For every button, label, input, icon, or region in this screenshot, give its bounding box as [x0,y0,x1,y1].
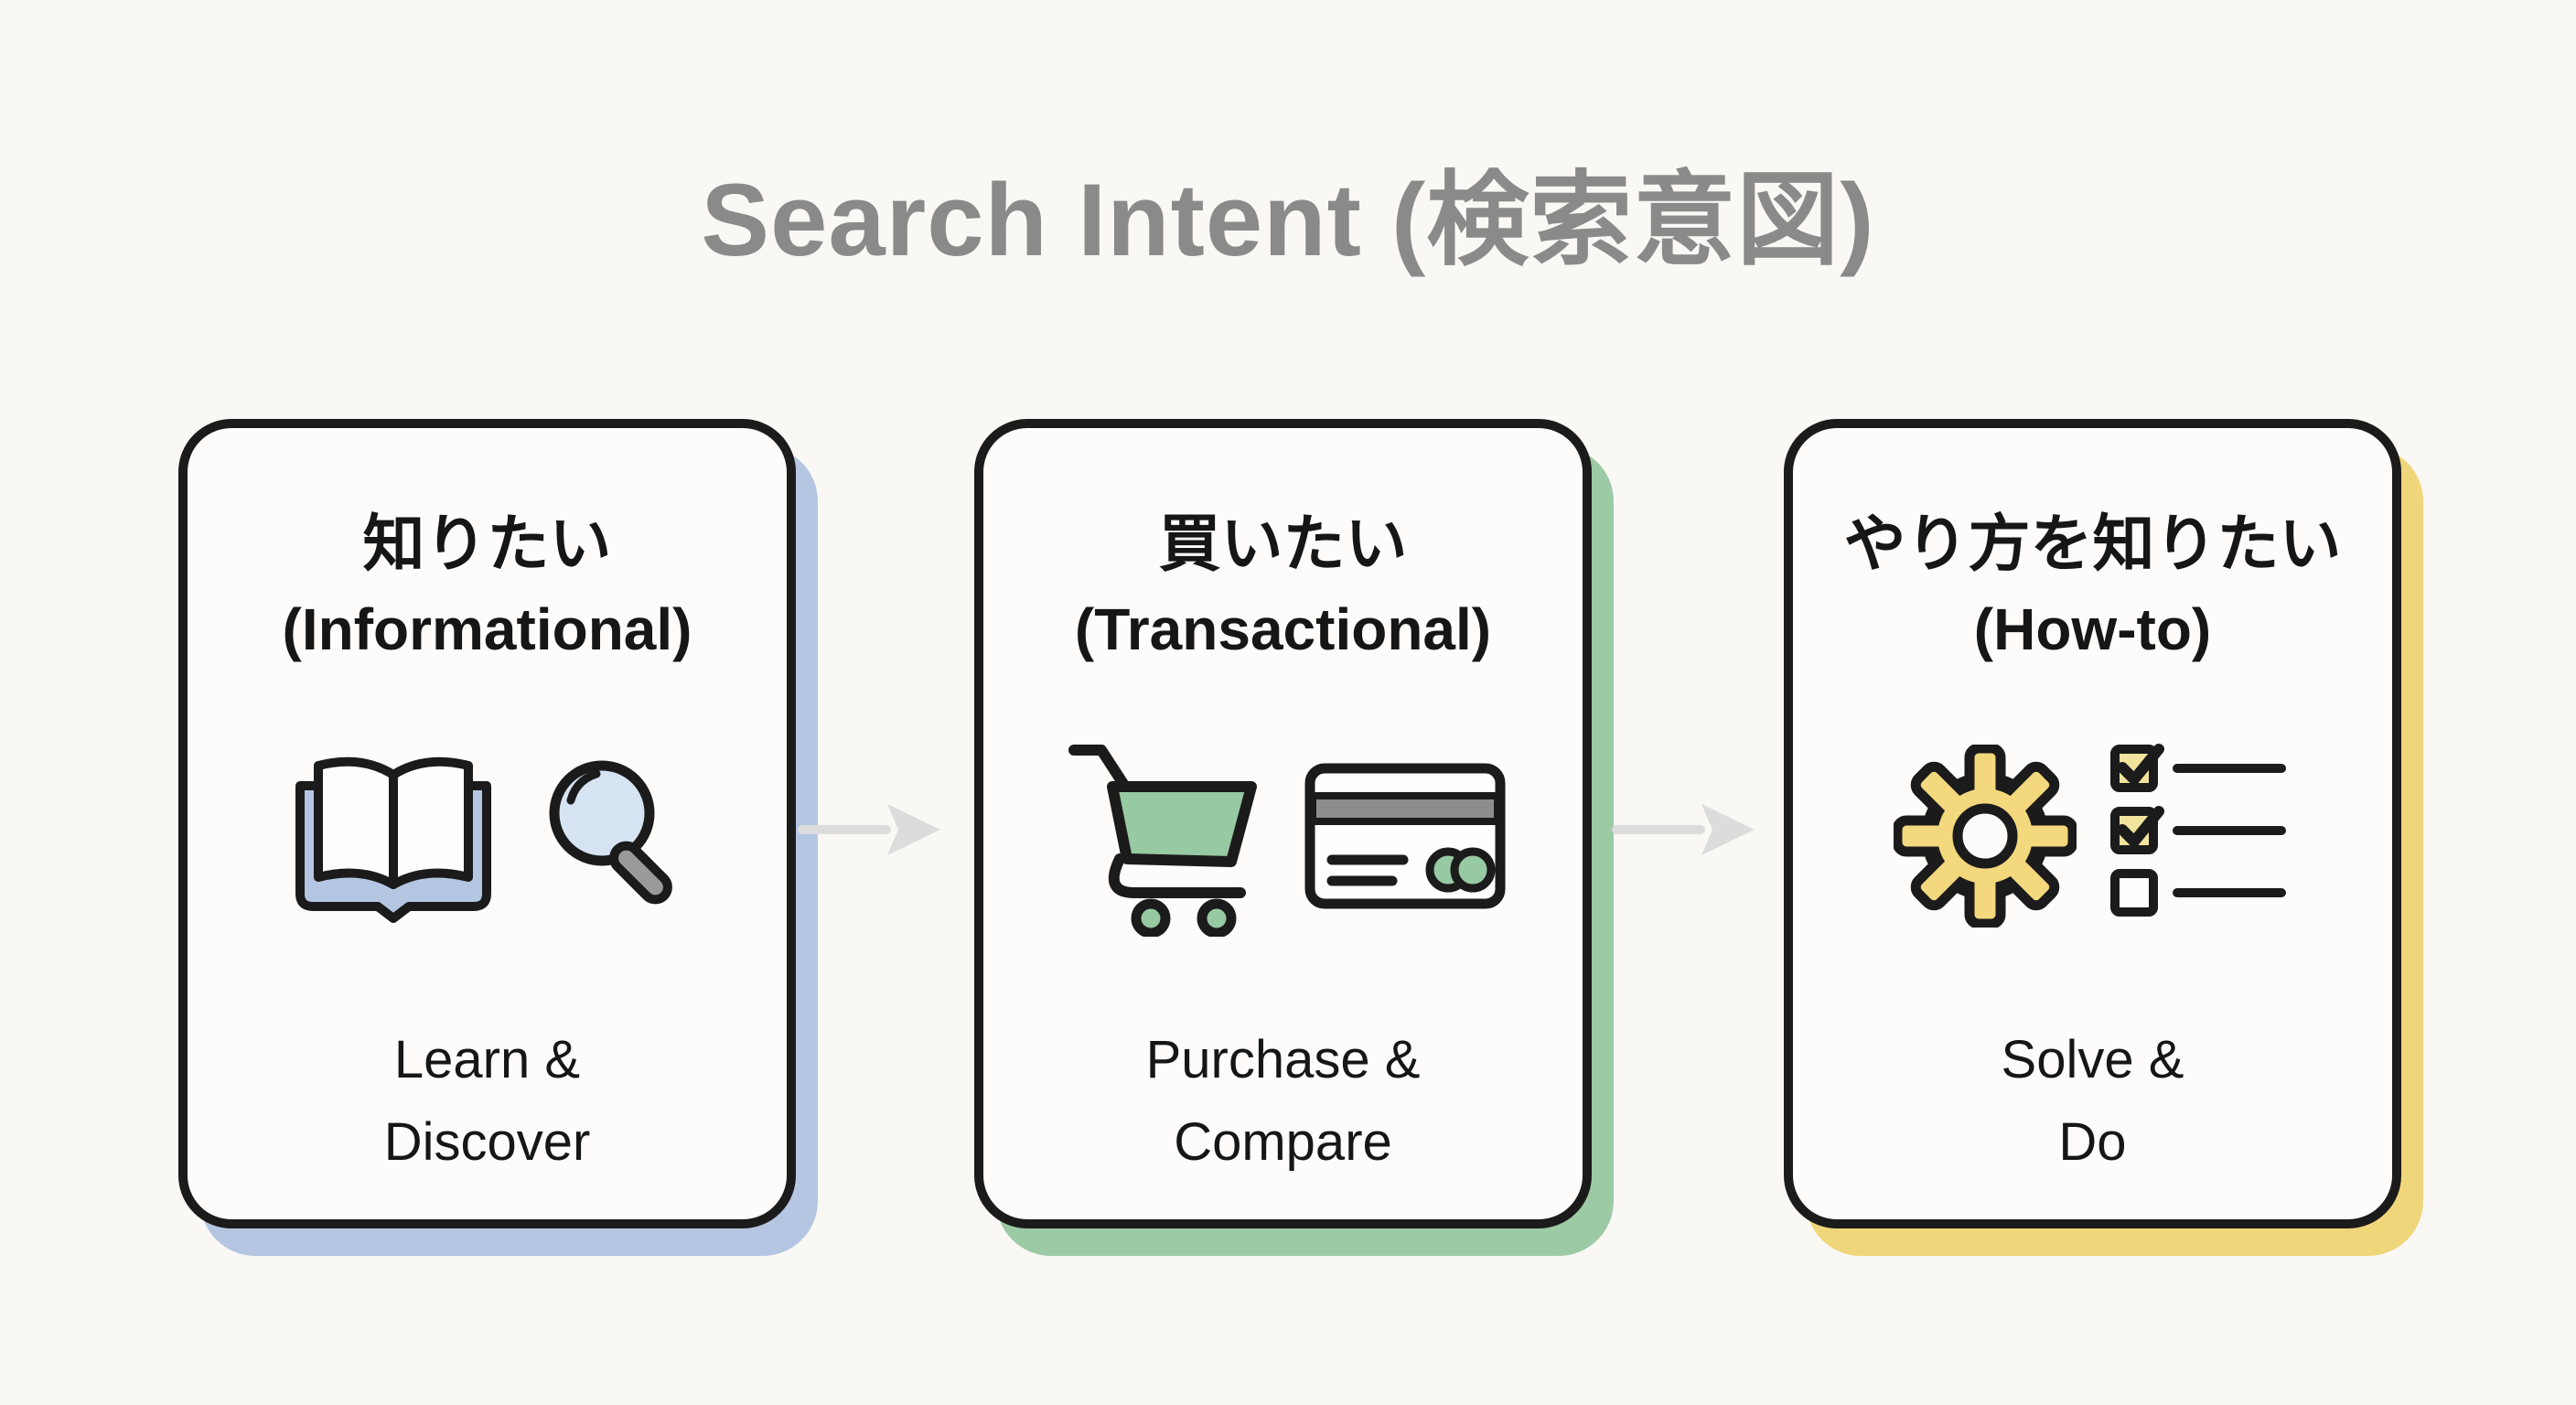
magnifying-glass-icon [536,751,692,920]
flow-arrow-icon [798,800,944,859]
card-informational: 知りたい (Informational) [178,419,818,1256]
card-heading-en: (How-to) [1973,596,2212,663]
card-description: Learn & Discover [383,1029,591,1172]
page-title: Search Intent (検索意図) [701,163,1875,277]
card-description: Solve & Do [2001,1029,2184,1172]
credit-card-icon [1304,763,1506,909]
card-description: Purchase & Compare [1145,1029,1421,1172]
shopping-cart-icon [1061,735,1272,937]
checklist-icon [2109,742,2292,929]
card-body: 買いたい (Transactional) [974,419,1592,1228]
card-heading-jp: 買いたい [1158,509,1408,579]
gear-icon [1893,744,2077,928]
card-heading-en: (Informational) [282,596,692,663]
card-heading-jp: やり方を知りたい [1843,509,2342,579]
card-body: 知りたい (Informational) [178,419,796,1228]
open-book-icon [284,749,503,923]
card-transactional: 買いたい (Transactional) [974,419,1614,1256]
card-how-to: やり方を知りたい (How-to) [1784,419,2423,1256]
icon-row [284,735,692,937]
card-body: やり方を知りたい (How-to) [1784,419,2401,1228]
icon-row [1061,735,1506,937]
icon-row [1893,735,2292,937]
flow-arrow-icon [1612,800,1758,859]
card-heading-jp: 知りたい [362,509,612,579]
card-heading-en: (Transactional) [1074,596,1492,663]
